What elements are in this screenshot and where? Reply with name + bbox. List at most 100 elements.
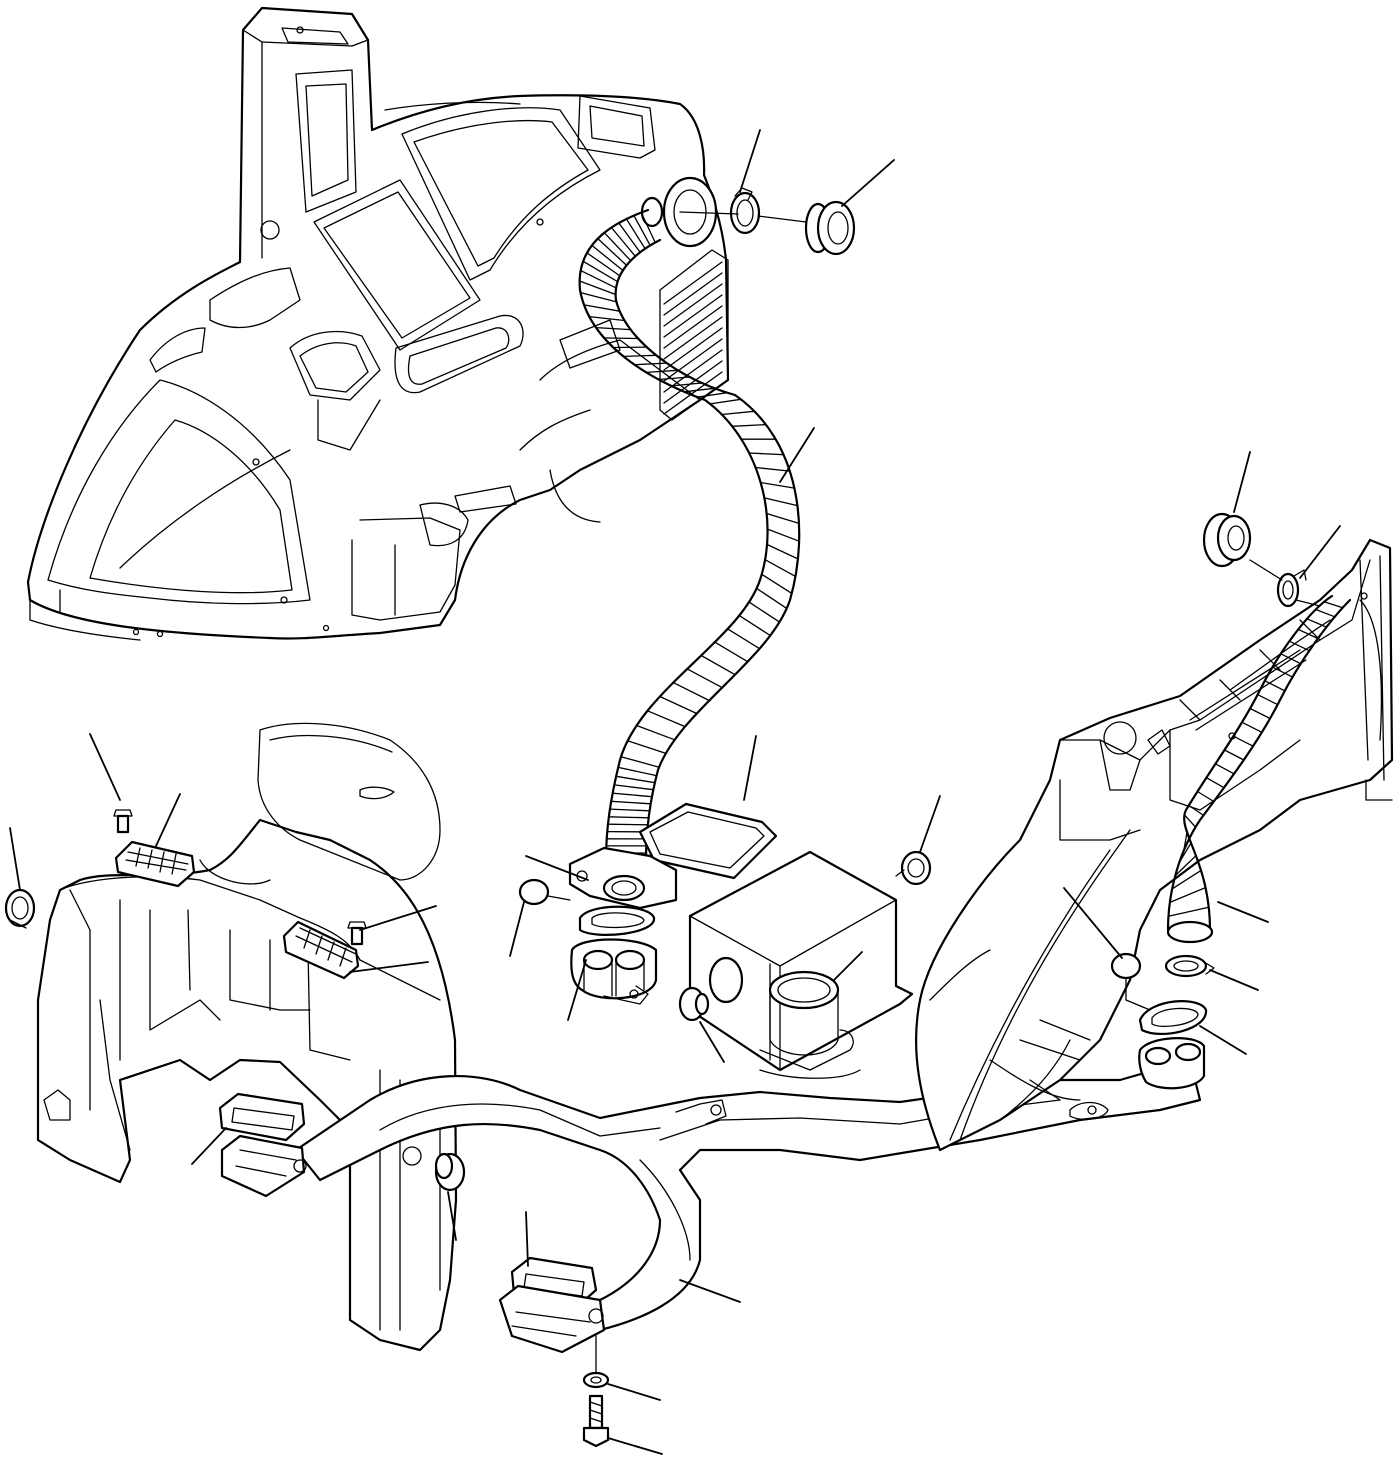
hose-rib bbox=[1280, 653, 1302, 665]
leader-line bbox=[349, 961, 429, 973]
clamp-left bbox=[4, 888, 36, 929]
hose-rib bbox=[727, 628, 761, 650]
hose-rib bbox=[756, 587, 788, 610]
hose-rib bbox=[1249, 707, 1271, 720]
grille-slat bbox=[663, 283, 723, 327]
hose-rib bbox=[748, 452, 785, 456]
hose-rib bbox=[672, 681, 710, 702]
hose-rib bbox=[633, 214, 651, 247]
hose-rib bbox=[1183, 822, 1191, 839]
hose-rib bbox=[1288, 640, 1310, 652]
vent-grille bbox=[659, 249, 729, 421]
hose-rib bbox=[1223, 749, 1245, 761]
leader-line bbox=[1233, 451, 1251, 513]
leader-line bbox=[1063, 887, 1123, 959]
leader-line bbox=[699, 1021, 725, 1063]
rect-outlet-mid bbox=[498, 1256, 606, 1354]
leader-line bbox=[567, 959, 587, 1021]
hose-rib bbox=[657, 376, 691, 381]
leader-line bbox=[447, 1191, 457, 1241]
hose-rib bbox=[626, 740, 667, 755]
hose-rib bbox=[1183, 831, 1188, 851]
hose-rib bbox=[1214, 763, 1235, 775]
hose-rib bbox=[748, 601, 781, 623]
rect-outlet-left bbox=[218, 1092, 307, 1198]
hose-rib bbox=[645, 369, 679, 374]
leader-line bbox=[509, 901, 525, 957]
hose-rib bbox=[608, 816, 650, 819]
hose-rib bbox=[1178, 842, 1192, 864]
grommet-upper bbox=[804, 200, 856, 256]
hose-rib bbox=[766, 543, 799, 560]
hose-rib bbox=[611, 792, 653, 798]
hose-rib bbox=[1171, 869, 1202, 890]
hose-rib bbox=[633, 362, 668, 366]
hose-rib bbox=[1232, 735, 1254, 747]
hose-rib bbox=[618, 222, 641, 253]
hose-rib bbox=[763, 497, 799, 507]
leader-line bbox=[9, 827, 21, 891]
grille-slat bbox=[663, 305, 723, 349]
hose-clamp-upper bbox=[729, 187, 761, 235]
cap-right bbox=[1110, 952, 1142, 980]
hose-rib bbox=[1196, 790, 1215, 803]
hose-rib bbox=[1205, 777, 1225, 789]
grommet-mid bbox=[678, 986, 710, 1022]
hose-rib bbox=[610, 800, 652, 805]
hose-rib bbox=[754, 466, 791, 472]
hose-rib bbox=[1271, 666, 1294, 678]
assembly-line-upper bbox=[679, 211, 807, 223]
hose-rib bbox=[700, 654, 736, 676]
left-side-panel bbox=[36, 722, 458, 1352]
hose-rib bbox=[696, 392, 728, 398]
leader-line bbox=[89, 733, 121, 801]
hose-rib bbox=[1264, 680, 1286, 692]
hose-rib bbox=[579, 291, 618, 303]
y-fitting-right bbox=[1138, 1037, 1206, 1090]
hose-rib bbox=[709, 398, 742, 405]
flex-hose-right bbox=[1166, 594, 1352, 944]
hose-rib bbox=[610, 226, 636, 257]
oval-gasket-right bbox=[1138, 1000, 1208, 1035]
hose-rib bbox=[580, 269, 617, 289]
hose-rib bbox=[607, 823, 649, 826]
leader-line bbox=[833, 951, 863, 981]
hose-rib bbox=[1315, 608, 1336, 618]
hose-rib bbox=[620, 756, 660, 768]
hose-rib bbox=[1183, 814, 1197, 828]
hose-rib bbox=[622, 354, 657, 358]
hose-rib bbox=[613, 784, 654, 791]
grille-slat bbox=[663, 371, 723, 415]
leader-line bbox=[191, 1127, 227, 1165]
leader-line bbox=[1199, 1025, 1247, 1055]
grille-slat bbox=[663, 327, 723, 371]
hose-rib bbox=[686, 668, 723, 689]
hose-rib bbox=[721, 410, 756, 416]
hose-rib bbox=[1188, 804, 1205, 817]
grommet-right-upper bbox=[1202, 512, 1252, 568]
flex-hose-main bbox=[578, 208, 801, 862]
leader-line bbox=[739, 129, 761, 193]
leader-line bbox=[779, 427, 815, 483]
hose-rib bbox=[603, 337, 639, 340]
hose-rib bbox=[1323, 601, 1344, 609]
grille-slat bbox=[663, 294, 723, 338]
hose-rib bbox=[764, 559, 797, 578]
hose-rib bbox=[670, 382, 703, 387]
right-side-panel bbox=[915, 538, 1394, 1152]
hose-rib bbox=[591, 244, 624, 272]
hose-rib bbox=[617, 766, 658, 777]
oval-gasket-mid bbox=[578, 905, 656, 936]
bolt bbox=[582, 1394, 610, 1448]
hose-rib bbox=[738, 614, 771, 637]
vent-louver-left bbox=[114, 840, 196, 888]
hose-rib bbox=[603, 232, 632, 262]
hose-rib bbox=[659, 695, 698, 715]
clamp-mid-right bbox=[895, 850, 932, 886]
hose-rib bbox=[1297, 628, 1319, 640]
hose-rib bbox=[683, 387, 716, 393]
grommet-lower bbox=[434, 1152, 466, 1192]
hose-rib bbox=[714, 641, 749, 663]
